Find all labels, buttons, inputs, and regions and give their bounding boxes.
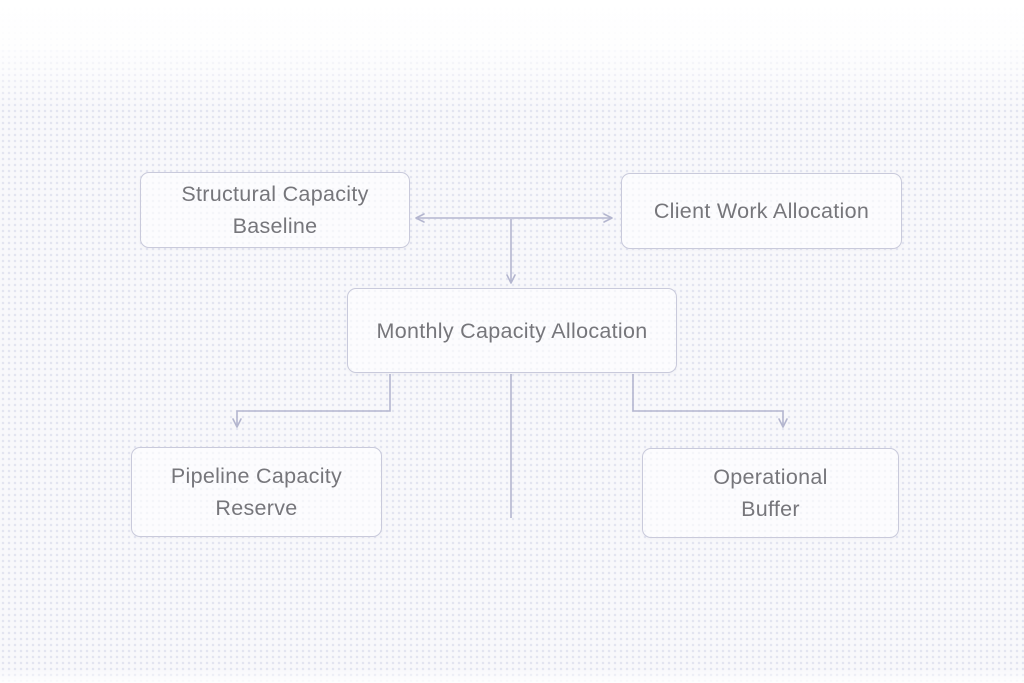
node-label: Monthly Capacity Allocation xyxy=(376,318,648,343)
node-operational-buffer: Operational Buffer xyxy=(642,448,899,538)
node-label: Buffer xyxy=(741,497,800,521)
connector-monthly-to-operational-arrow xyxy=(632,374,788,428)
node-monthly-capacity-allocation: Monthly Capacity Allocation xyxy=(347,288,677,373)
node-label: Pipeline Capacity xyxy=(170,464,343,488)
node-structural-capacity-baseline: Structural Capacity Baseline xyxy=(140,172,410,248)
node-label: Client Work Allocation xyxy=(653,199,870,223)
node-client-work-allocation: Client Work Allocation xyxy=(621,173,902,249)
node-label: Structural Capacity xyxy=(181,182,369,206)
node-label: Reserve xyxy=(215,496,298,520)
node-label: Baseline xyxy=(232,214,318,238)
node-pipeline-capacity-reserve: Pipeline Capacity Reserve xyxy=(131,447,382,537)
node-label: Operational xyxy=(713,465,828,489)
connector-monthly-to-pipeline-arrow xyxy=(232,374,391,428)
